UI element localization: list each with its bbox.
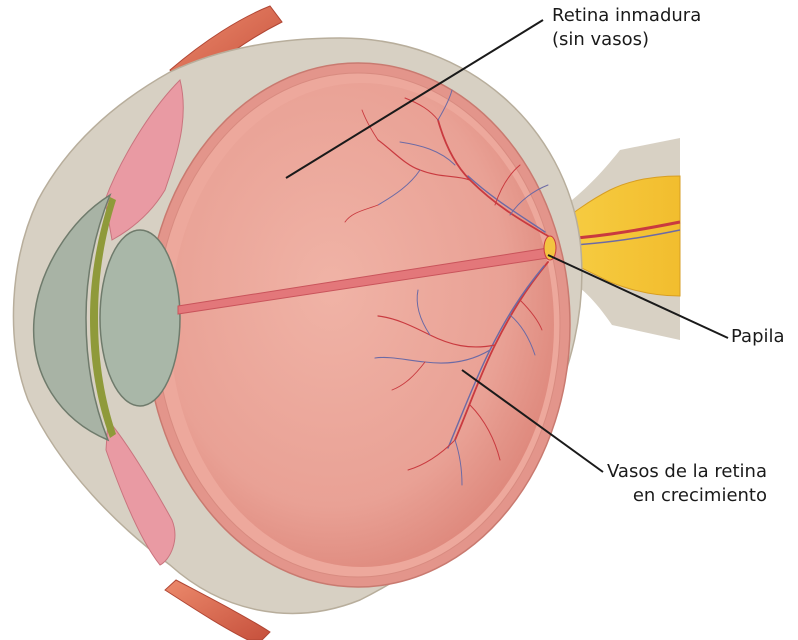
label-retinal-vessels: Vasos de la retina en crecimiento (607, 460, 767, 508)
lens (100, 230, 180, 406)
label-immature-retina: Retina inmadura (sin vasos) (552, 4, 701, 52)
label-retinal-vessels-line1: Vasos de la retina (607, 460, 767, 484)
vitreous-body (170, 83, 554, 567)
label-retinal-vessels-line2: en crecimiento (607, 484, 767, 508)
label-papilla: Papila (731, 325, 785, 349)
label-immature-retina-line1: Retina inmadura (552, 4, 701, 28)
label-immature-retina-line2: (sin vasos) (552, 28, 701, 52)
